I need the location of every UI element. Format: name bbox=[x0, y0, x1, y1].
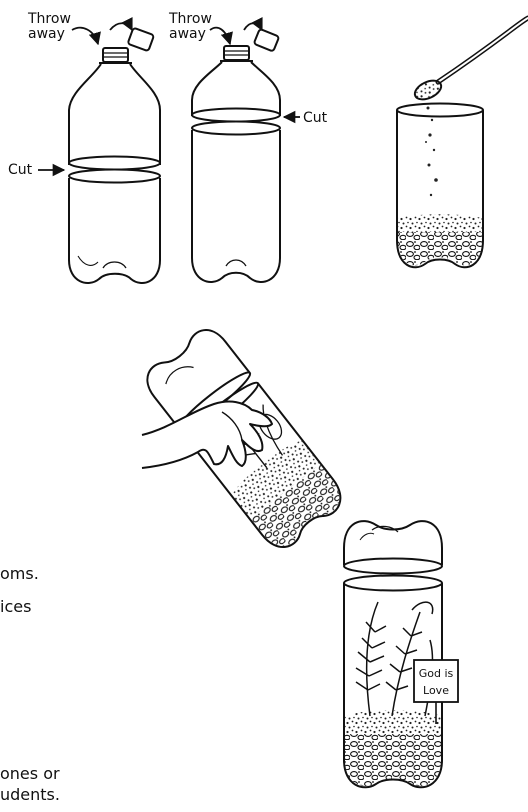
bottle-cap-2 bbox=[254, 29, 279, 52]
container-with-gravel bbox=[397, 18, 528, 267]
bottle-cut-top bbox=[192, 29, 280, 282]
sign-text-line-2: Love bbox=[423, 684, 449, 697]
bottle-cut-middle bbox=[69, 28, 160, 283]
annotation-arrows bbox=[38, 23, 300, 170]
bottle-cap-1 bbox=[128, 28, 154, 51]
hand-illustration bbox=[142, 402, 272, 468]
sign-text-line-1: God is bbox=[419, 667, 454, 680]
finished-terrarium: God is Love bbox=[344, 521, 458, 787]
